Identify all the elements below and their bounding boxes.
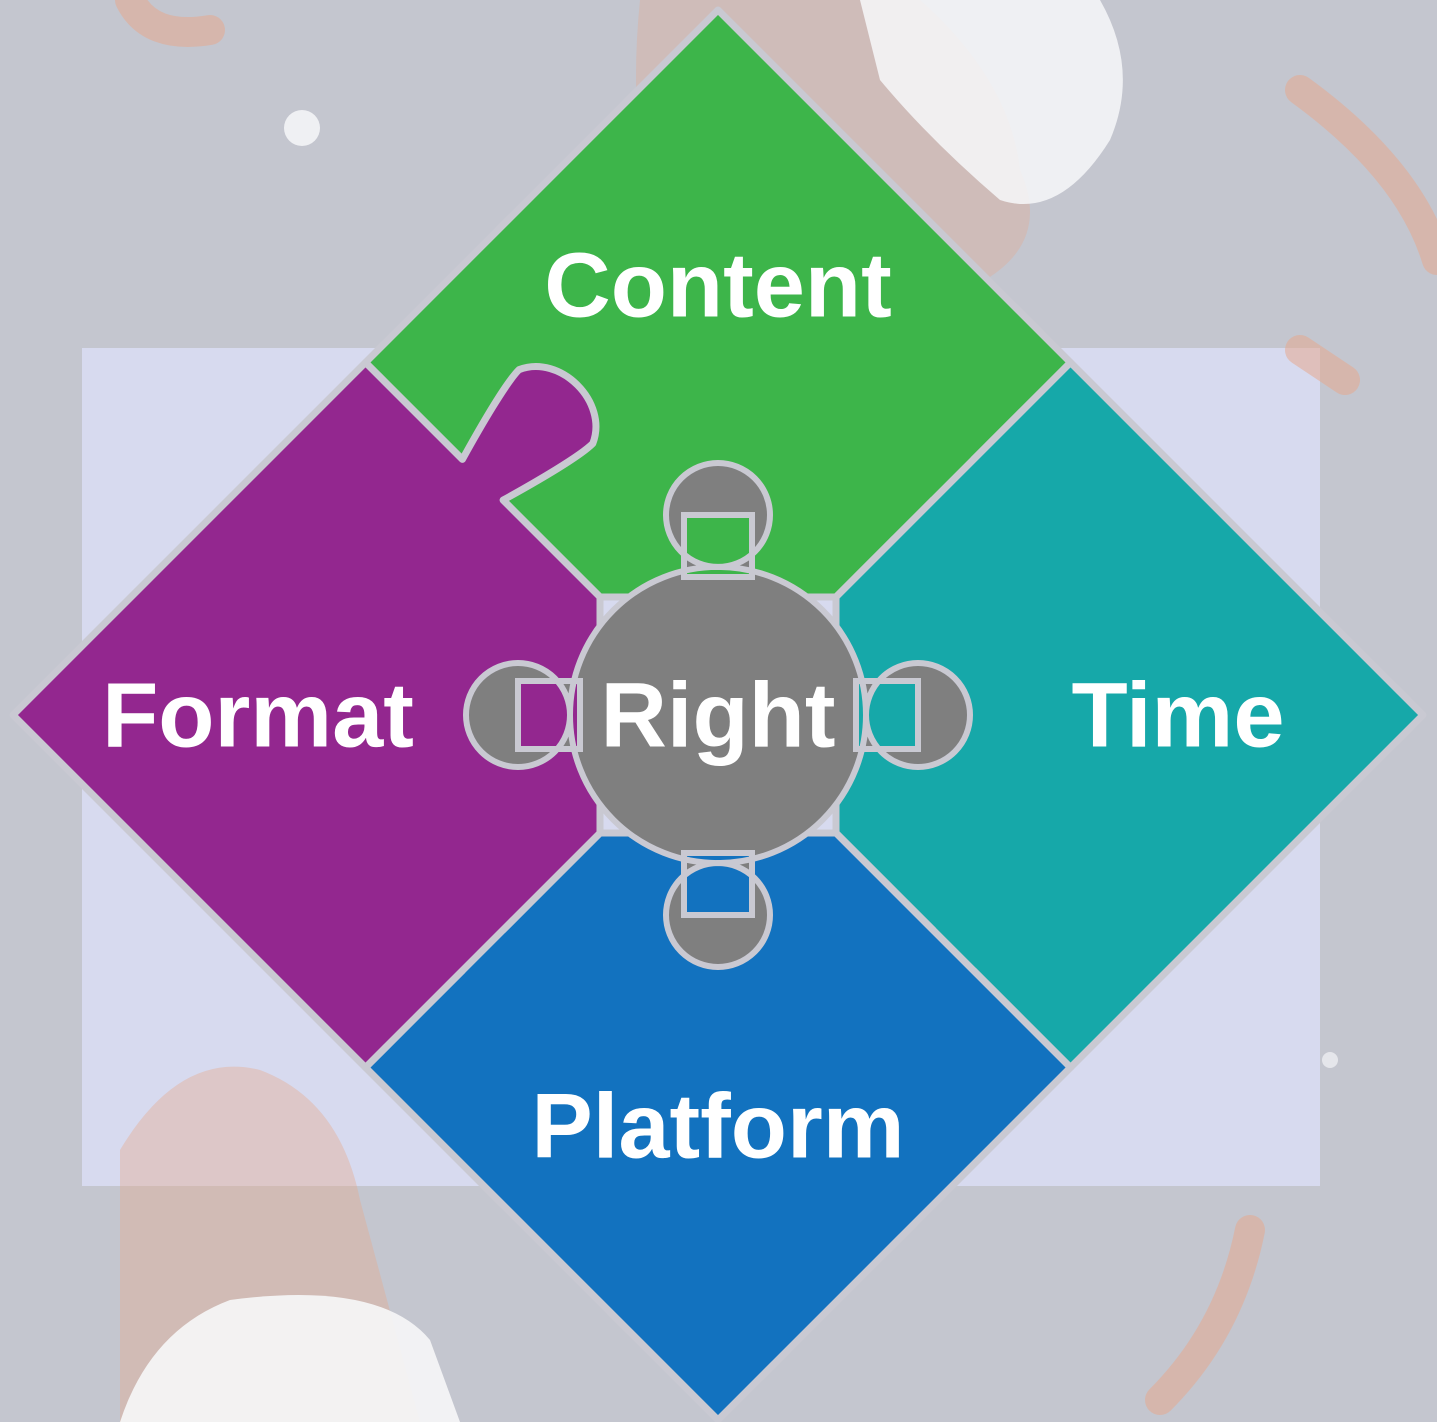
background-arc	[115, 0, 225, 47]
background-arc	[1285, 335, 1360, 395]
background-shirt-bottom	[120, 1295, 460, 1422]
background-dot	[1322, 1052, 1338, 1068]
piece-labels: Content Time Platform Format Right	[102, 234, 1284, 1177]
background-dot	[284, 110, 320, 146]
puzzle-pieces	[9, 6, 1427, 1422]
label-platform: Platform	[531, 1075, 904, 1177]
background-arc	[1145, 1215, 1265, 1415]
background-shirt-top	[860, 0, 1123, 204]
label-format: Format	[102, 664, 414, 766]
piece-center-hub[interactable]	[462, 460, 974, 970]
label-center: Right	[600, 664, 835, 766]
background-arc	[1285, 75, 1437, 275]
label-time: Time	[1071, 664, 1284, 766]
label-content: Content	[544, 234, 891, 336]
